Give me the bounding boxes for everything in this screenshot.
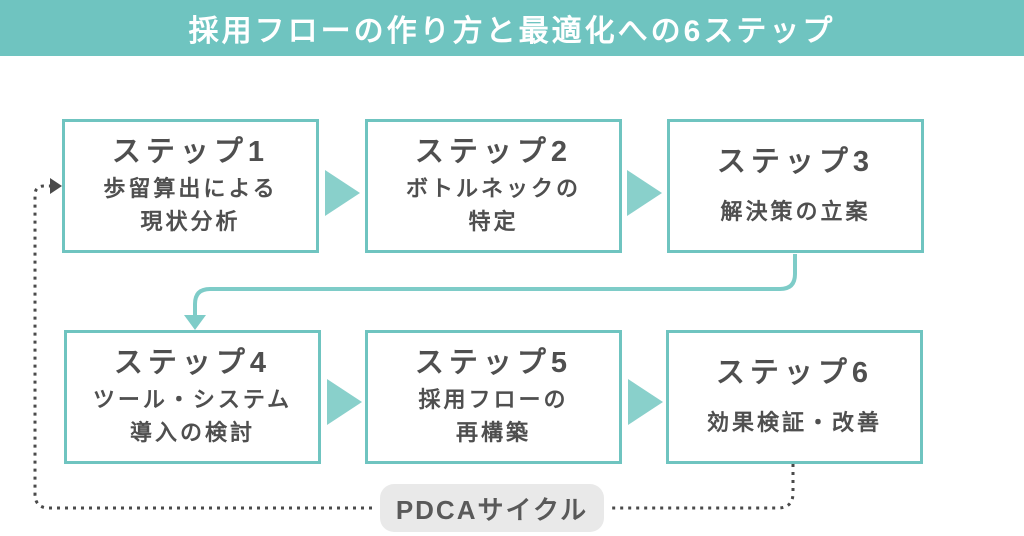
arrow-step5-to-step6-icon	[628, 379, 663, 425]
step-3-title: ステップ3	[716, 146, 875, 179]
pdca-cycle-label: PDCAサイクル	[395, 494, 589, 525]
pdca-dotted-line-right	[612, 464, 795, 510]
arrow-step2-to-step3-icon	[627, 170, 662, 216]
step-4-title: ステップ4	[113, 346, 272, 379]
step-box-4: ステップ4 ツール・システム 導入の検討	[64, 330, 321, 464]
step-6-description: 効果検証・改善	[706, 409, 882, 435]
step-5-description: 採用フローの 再構築	[418, 387, 569, 446]
step-1-description: 歩留算出による 現状分析	[103, 176, 278, 235]
step-6-title: ステップ6	[715, 357, 874, 390]
pdca-dotted-line-left	[33, 178, 372, 510]
step-box-5: ステップ5 採用フローの 再構築	[365, 330, 622, 464]
step-1-title: ステップ1	[111, 135, 270, 168]
dotted-arrowhead-right	[50, 178, 62, 194]
step-box-3: ステップ3 解決策の立案	[667, 119, 924, 253]
step-2-title: ステップ2	[414, 135, 573, 168]
pdca-cycle-badge: PDCAサイクル	[380, 484, 604, 532]
step-box-6: ステップ6 効果検証・改善	[666, 330, 923, 464]
step3-to-step4-connector	[184, 254, 797, 330]
page-title: 採用フローの作り方と最適化への6ステップ	[188, 15, 836, 48]
arrow-step1-to-step2-icon	[325, 170, 360, 216]
step-5-title: ステップ5	[414, 346, 573, 379]
arrow-step4-to-step5-icon	[327, 379, 362, 425]
step-3-description: 解決策の立案	[720, 198, 871, 224]
step-4-description: ツール・システム 導入の検討	[92, 387, 293, 446]
step-box-1: ステップ1 歩留算出による 現状分析	[62, 119, 319, 253]
step-box-2: ステップ2 ボトルネックの 特定	[365, 119, 622, 253]
title-banner: 採用フローの作り方と最適化への6ステップ	[0, 0, 1024, 56]
step-2-description: ボトルネックの 特定	[405, 176, 581, 235]
connector-arrowhead-down	[184, 315, 206, 330]
